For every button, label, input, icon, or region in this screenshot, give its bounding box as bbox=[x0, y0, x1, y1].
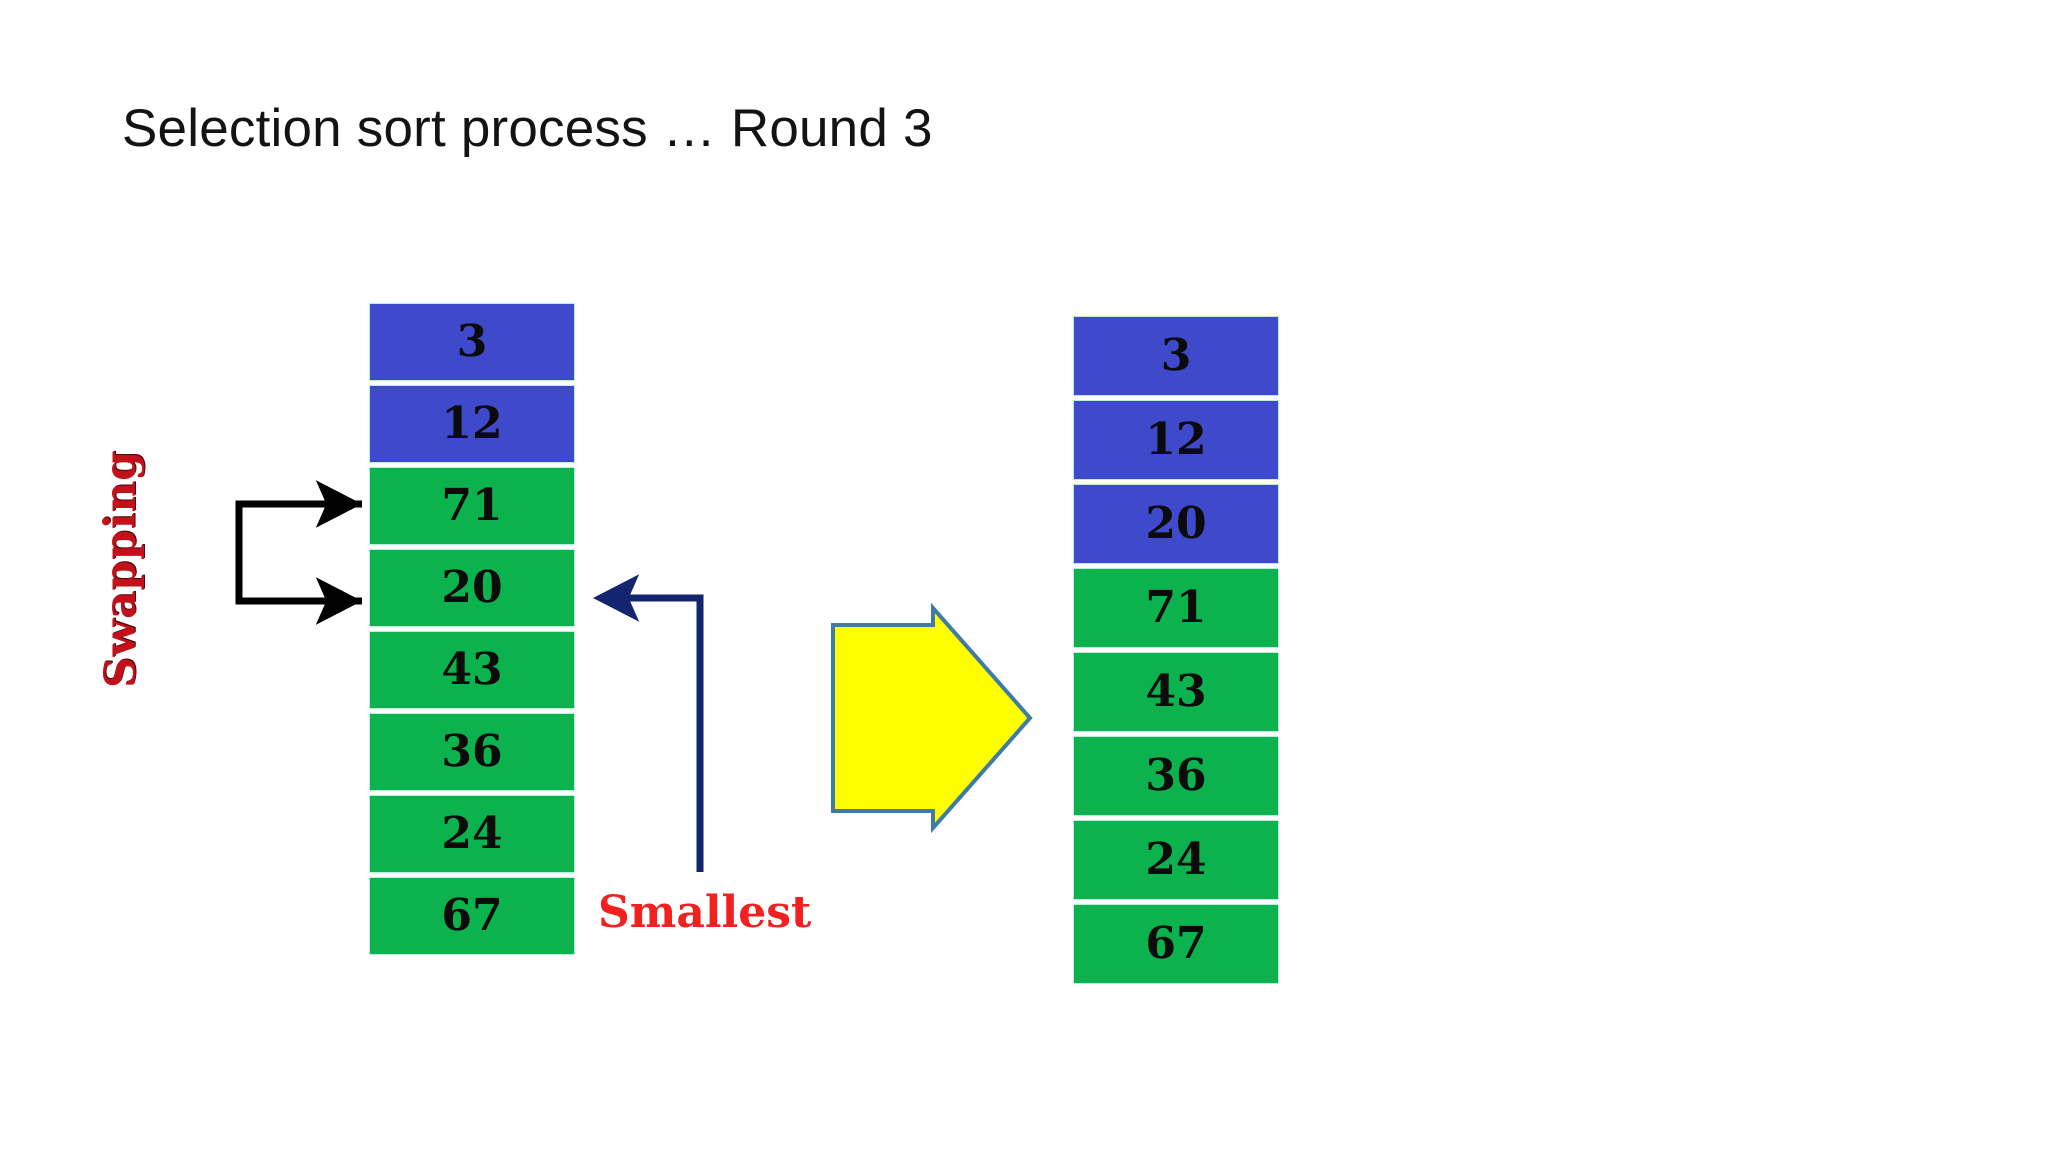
array-cell[interactable]: 36 bbox=[369, 713, 575, 791]
array-cell[interactable]: 3 bbox=[369, 303, 575, 381]
array-cell[interactable]: 67 bbox=[369, 877, 575, 955]
array-cell[interactable]: 71 bbox=[1073, 568, 1279, 648]
array-cell[interactable]: 3 bbox=[1073, 316, 1279, 396]
swap-bracket-icon bbox=[235, 480, 363, 625]
smallest-label: Smallest bbox=[598, 887, 812, 938]
page-title: Selection sort process … Round 3 bbox=[122, 99, 933, 158]
array-cell[interactable]: 12 bbox=[369, 385, 575, 463]
array-cell[interactable]: 36 bbox=[1073, 736, 1279, 816]
array-cell[interactable]: 20 bbox=[1073, 484, 1279, 564]
array-cell[interactable]: 67 bbox=[1073, 904, 1279, 984]
transition-arrow-icon bbox=[831, 602, 1033, 834]
swapping-label: Swapping bbox=[96, 450, 146, 688]
array-cell[interactable]: 24 bbox=[1073, 820, 1279, 900]
array-cell[interactable]: 12 bbox=[1073, 400, 1279, 480]
array-cell[interactable]: 71 bbox=[369, 467, 575, 545]
array-cell[interactable]: 20 bbox=[369, 549, 575, 627]
array-cell[interactable]: 43 bbox=[1073, 652, 1279, 732]
array-after-swap: 3 12 20 71 43 36 24 67 bbox=[1073, 316, 1279, 984]
array-cell[interactable]: 43 bbox=[369, 631, 575, 709]
array-before-swap: 3 12 71 20 43 36 24 67 bbox=[369, 303, 575, 955]
smallest-pointer-icon bbox=[592, 574, 704, 872]
array-cell[interactable]: 24 bbox=[369, 795, 575, 873]
